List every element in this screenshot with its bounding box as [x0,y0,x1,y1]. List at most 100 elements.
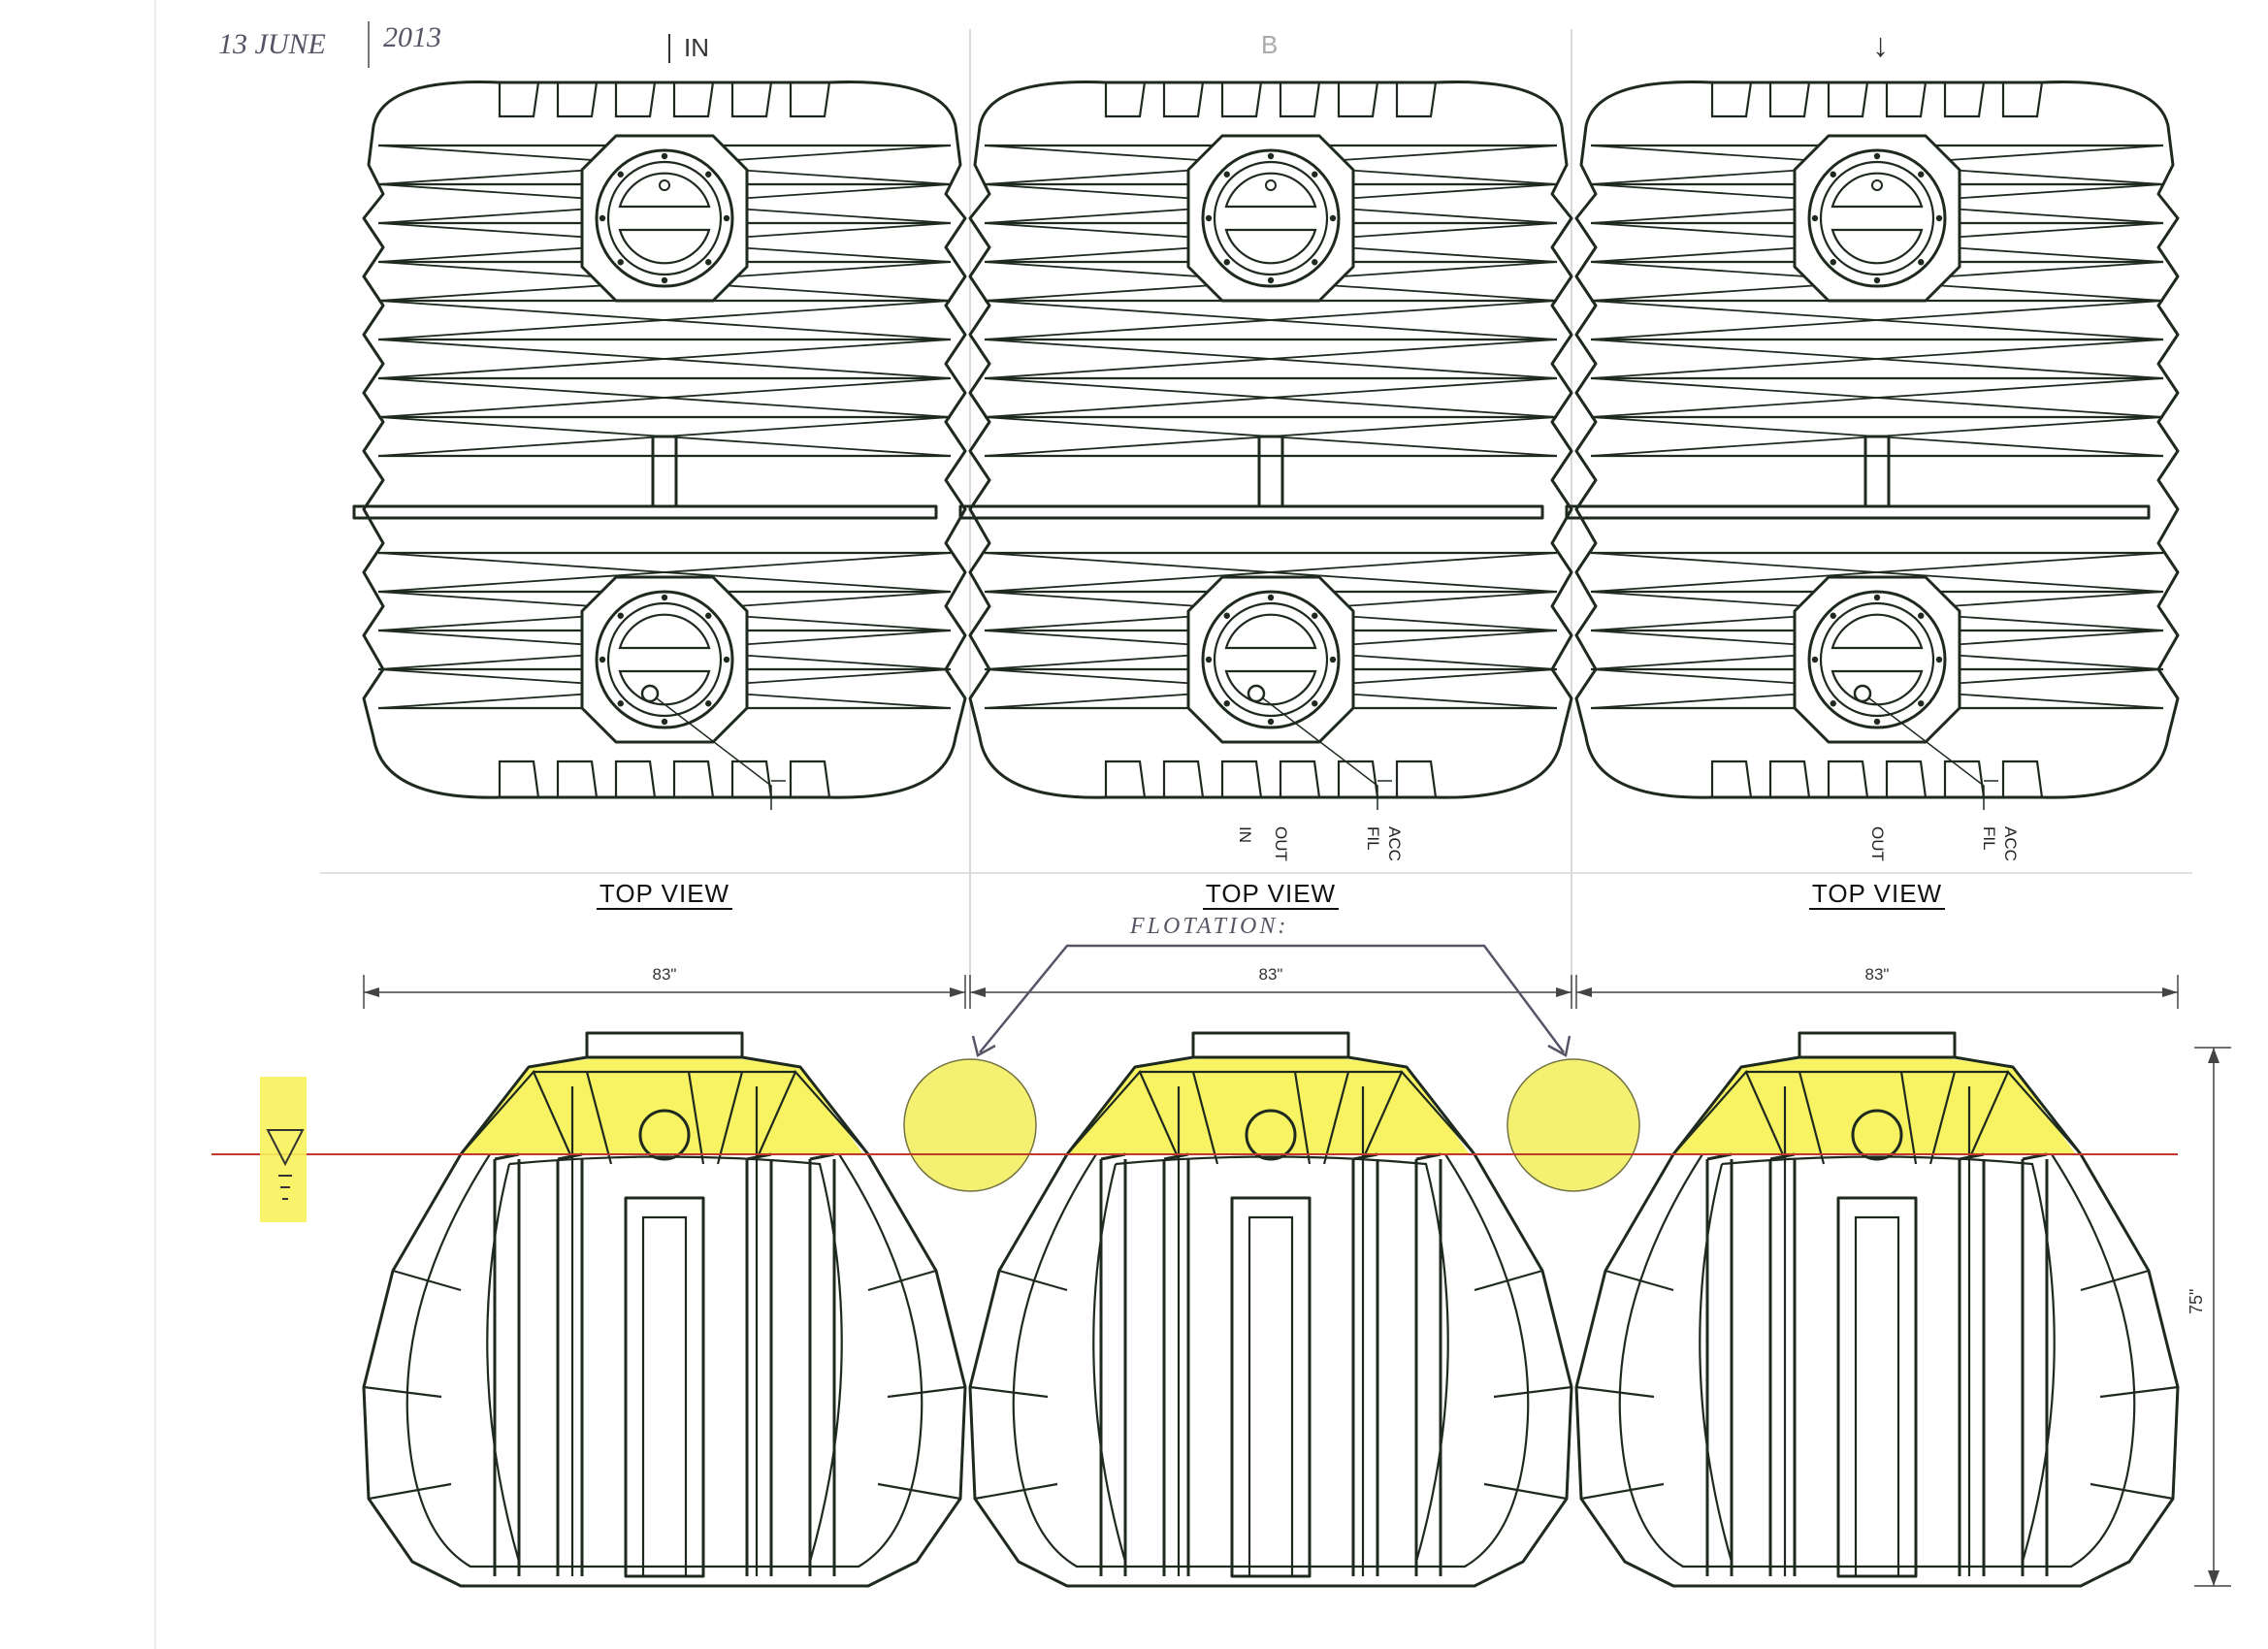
side-outline [968,1055,1573,1588]
side-facet [877,1482,961,1501]
side-facet [368,1482,452,1501]
manhole-octagon [1793,575,1961,744]
tank-1-width-dim: 83" [653,965,677,984]
manhole-rim [1807,148,1947,288]
manhole-lid [606,601,723,718]
side-facet [392,1269,462,1292]
bolt-dot [1267,718,1275,726]
center-column [624,1196,705,1578]
shoulder-rib [1798,1071,1826,1165]
bottom-lugs [498,760,849,799]
manhole-rim [595,590,734,729]
shoulder-rib [1322,1071,1350,1165]
bolt-dot [1918,612,1925,619]
shoulder-rib [1899,1071,1918,1165]
vent-hole [659,179,670,191]
flotation-highlight [1673,1057,2076,1154]
manhole-bottom [1793,575,1998,810]
side-facet [1580,1482,1665,1501]
rib-diagonal [984,339,1558,379]
rib-diagonal [377,339,952,379]
center-column-inner [641,1215,688,1578]
bolt-dot [1873,276,1881,284]
manhole-lid [1213,601,1329,718]
manhole-octagon [580,575,749,744]
height-dim-arrow-bottom [2208,1570,2219,1586]
side-facet [2099,1385,2179,1399]
bolt-dot [1223,612,1230,619]
inlet-port [1851,1109,1903,1161]
seam-post [651,435,678,508]
manhole-top [1186,134,1355,303]
shoulder-rib [585,1071,613,1165]
top-mark-left: IN [684,33,709,62]
bolt-dot [661,594,668,601]
bolt-dot [1830,700,1836,707]
rib-diagonal [984,377,1558,418]
rib-diagonal [984,300,1558,340]
flotation-ball-left [903,1058,1037,1192]
side-inner-contour [405,1153,923,1568]
bolt-dot [705,700,712,707]
bolt-dot [723,214,730,222]
side-outline [1574,1055,2180,1588]
bolt-dot [1811,214,1819,222]
bolt-dot [1873,718,1881,726]
top-mark-center: B [1261,30,1278,59]
manhole-top [580,134,749,303]
bolt-dot [705,259,712,266]
side-facet [363,1385,442,1399]
belly-curve [486,1163,521,1563]
flotation-bracket [979,944,1566,1053]
side-facet [974,1482,1058,1501]
manhole-rim [1807,590,1947,729]
top-mark-right: ↓ [1872,27,1889,64]
seam-post [1257,435,1284,508]
lid-lower-half [1831,228,1924,265]
bolt-dot [1312,612,1318,619]
water-level-highlight [260,1077,307,1222]
rib-diagonal [1590,552,2164,593]
manhole-rim [1201,590,1341,729]
manhole-lid [1819,601,1935,718]
tank-1-side-view [362,1031,967,1588]
tank-3-bottom-label: FIL [1980,826,1998,851]
center-column-inner [1247,1215,1294,1578]
belly-curve [1092,1163,1127,1563]
bolt-dot [1223,259,1230,266]
bolt-dot [1205,214,1213,222]
width-dim-arrow [1576,987,1592,997]
bolt-dot [705,171,712,178]
bolt-dot [705,612,712,619]
tank-2-side-view [968,1031,1573,1588]
date-right-text: 2013 [383,21,441,53]
belly-curve [1699,1163,1733,1563]
lid-lower-half [618,669,711,706]
tank-2-width-dim: 83" [1259,965,1283,984]
port-hole [640,684,660,703]
tank-1-top-view [352,81,967,810]
manhole-top [1793,134,1961,303]
flotation-highlight [461,1057,863,1154]
width-dim-arrow [950,987,965,997]
top-lugs [498,81,849,118]
tank-3-side-view [1574,1031,2180,1588]
bolt-dot [617,700,624,707]
leader-line [1262,697,1378,810]
vent-hole [1265,179,1277,191]
manhole-octagon [580,134,749,303]
top-lugs [1104,81,1455,118]
width-dim-arrow [364,987,379,997]
center-seam-bar [958,504,1544,520]
side-inner-contour [1012,1153,1530,1568]
vent-hole [1871,179,1883,191]
leader-line [656,697,772,810]
side-facet [1575,1385,1655,1399]
bolt-dot [1873,594,1881,601]
